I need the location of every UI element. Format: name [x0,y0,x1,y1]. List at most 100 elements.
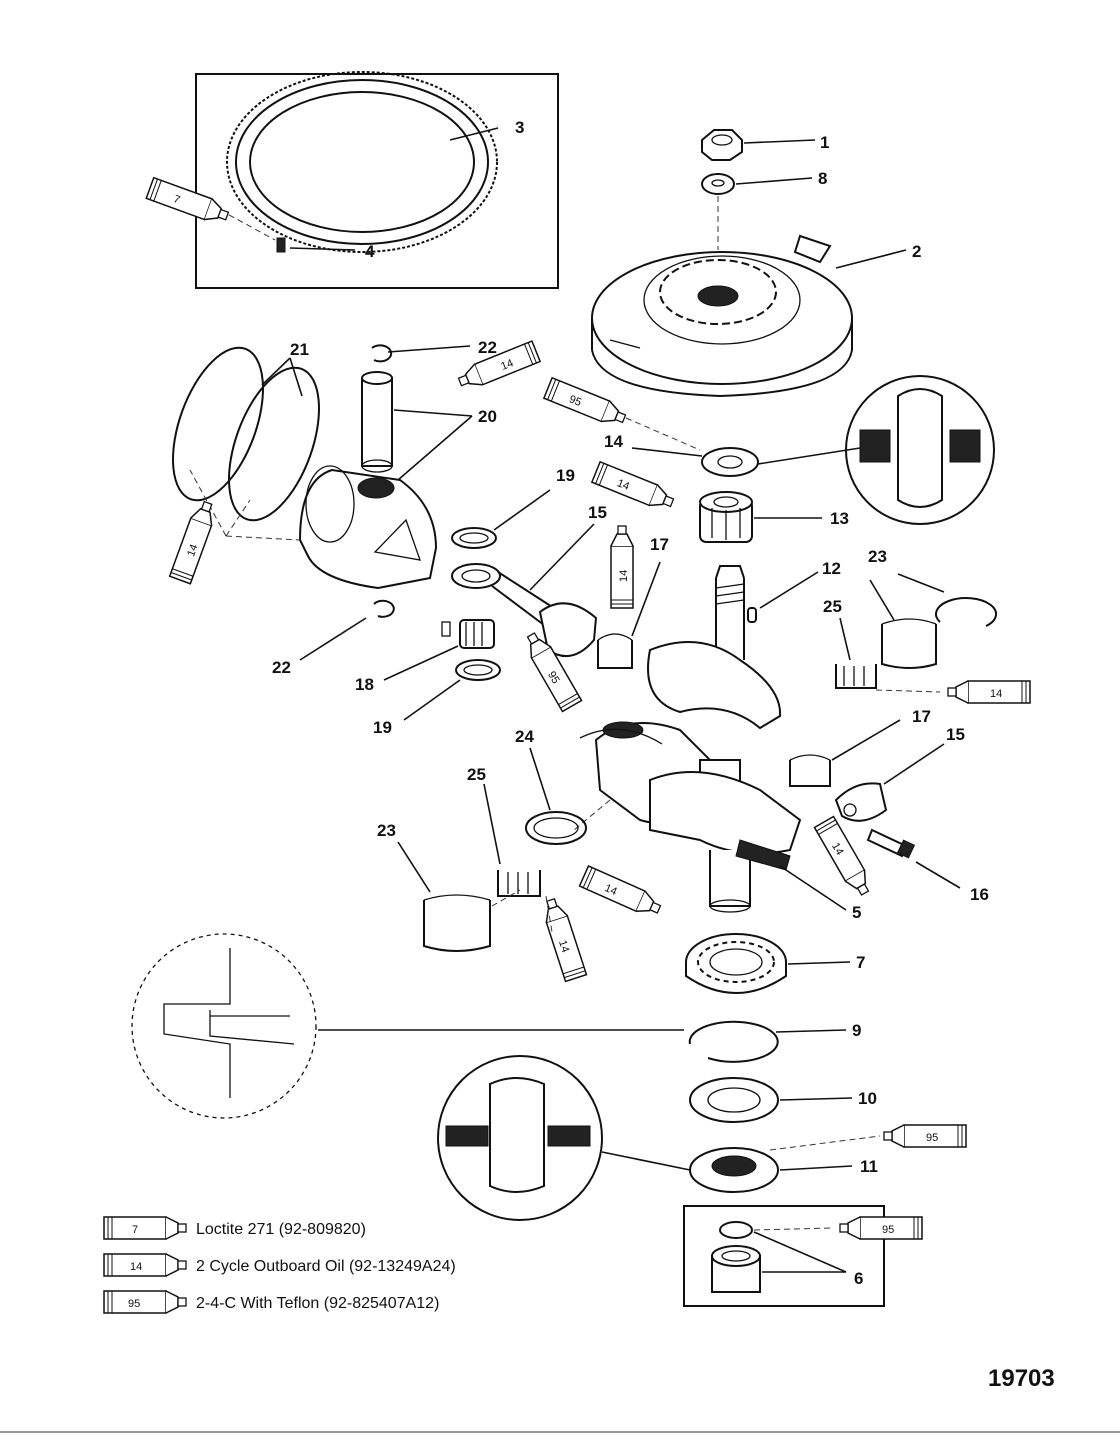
callout-23a: 23 [868,547,887,566]
tube-14-lower-b: 14 [578,865,665,921]
lower-oil-seal [689,1147,779,1193]
callout-7: 7 [856,953,865,972]
tube-95-lower: 95 [883,1124,967,1148]
callout-2: 2 [912,242,921,261]
bearing-race-right [881,618,937,669]
snap-ring [688,1020,779,1063]
main-bearing-cage-right [835,664,877,689]
callout-25b: 25 [467,765,486,784]
wrist-pin [361,371,393,473]
callout-11: 11 [860,1157,878,1176]
wrist-pin-retainer-top [371,344,393,363]
tube-95-seal: 95 [543,377,629,430]
rod-bolt [866,828,916,859]
seal-detail-circle-upper [845,375,995,525]
tube-7-ring: 7 [145,176,232,228]
connecting-rod [451,563,598,658]
callout-17b: 17 [912,707,931,726]
callout-5: 5 [852,903,861,922]
svg-text:14: 14 [185,543,200,559]
bearing-race-left [423,894,491,952]
callout-19b: 19 [373,718,392,737]
svg-text:14: 14 [615,477,631,493]
callout-6: 6 [854,1269,863,1288]
woodruff-key [747,607,757,623]
rod-cap [834,782,888,822]
svg-text:14: 14 [829,841,846,858]
callout-9: 9 [852,1021,861,1040]
callout-21: 21 [290,340,309,359]
needle-bearing-small [441,619,495,649]
svg-text:95: 95 [882,1224,894,1236]
svg-text:7: 7 [172,193,182,206]
tube-14-rod: 14 [610,525,634,609]
svg-text:14: 14 [990,688,1002,700]
bushing-inset-box: 6 95 [683,1205,923,1307]
main-bearing-cage-left [497,870,541,897]
callout-8: 8 [818,169,827,188]
callout-20: 20 [478,407,497,426]
svg-text:95: 95 [926,1132,938,1144]
tube-14-pin: 14 [455,340,541,393]
snap-ring-detail-circle [131,933,317,1119]
callout-22b: 22 [272,658,291,677]
figure-number: 19703 [988,1365,1055,1392]
thrust-washer-bottom [455,659,501,681]
flywheel-nut [701,129,743,161]
tube-95-box: 95 [839,1216,923,1240]
crankshaft [579,565,802,913]
seal-ring-24 [525,811,587,845]
svg-text:14: 14 [130,1261,142,1273]
piston-rings [172,346,320,522]
callout-15b: 15 [946,725,965,744]
callout-16: 16 [970,885,989,904]
callout-14: 14 [604,432,623,451]
ring-gear-inset-box: 7 3 4 [145,71,559,289]
callout-17a: 17 [650,535,669,554]
svg-text:14: 14 [556,939,571,954]
tube-14-right: 14 [947,680,1031,704]
thrust-washer-top [451,527,497,549]
flywheel [591,234,853,398]
legend: 7 Loctite 271 (92-809820) 14 2 Cycle Out… [103,1216,456,1314]
callout-18: 18 [355,675,374,694]
ring-gear-screw [276,237,286,253]
callout-10: 10 [858,1089,877,1108]
callout-25a: 25 [823,597,842,616]
callout-1: 1 [820,133,829,152]
callout-12: 12 [822,559,841,578]
seal-detail-circle-lower [437,1055,603,1221]
tube-95-rod: 95 [520,628,583,713]
retaining-ring-right [935,597,997,627]
svg-text:14: 14 [618,570,630,582]
tube-14-bearing: 14 [591,461,677,514]
svg-text:95: 95 [128,1298,140,1310]
svg-text:14: 14 [499,357,515,373]
ring-gear [226,71,498,253]
svg-text:95: 95 [545,669,562,686]
legend-tube-7: 7 [103,1216,187,1240]
callout-24: 24 [515,727,534,746]
svg-text:14: 14 [603,882,619,898]
legend-text-grease: 2-4-C With Teflon (92-825407A12) [196,1295,439,1312]
legend-tube-95: 95 [103,1290,187,1314]
legend-text-oil: 2 Cycle Outboard Oil (92-13249A24) [196,1258,456,1275]
callout-13: 13 [830,509,849,528]
callout-3: 3 [515,118,524,137]
tube-14-cap: 14 [813,815,876,900]
flywheel-washer [701,173,735,195]
lower-seal-carrier [689,1077,779,1123]
callout-4: 4 [365,242,375,261]
callout-23b: 23 [377,821,396,840]
legend-text-loctite: Loctite 271 (92-809820) [196,1221,366,1238]
callout-19a: 19 [556,466,575,485]
rod-bearing-cage-right [789,754,831,787]
svg-text:7: 7 [132,1224,138,1236]
callout-15a: 15 [588,503,607,522]
rod-bearing-cage [597,633,633,669]
legend-tube-14: 14 [103,1253,187,1277]
tube-14-piston: 14 [168,498,220,585]
piston [298,465,438,590]
callout-22a: 22 [478,338,497,357]
